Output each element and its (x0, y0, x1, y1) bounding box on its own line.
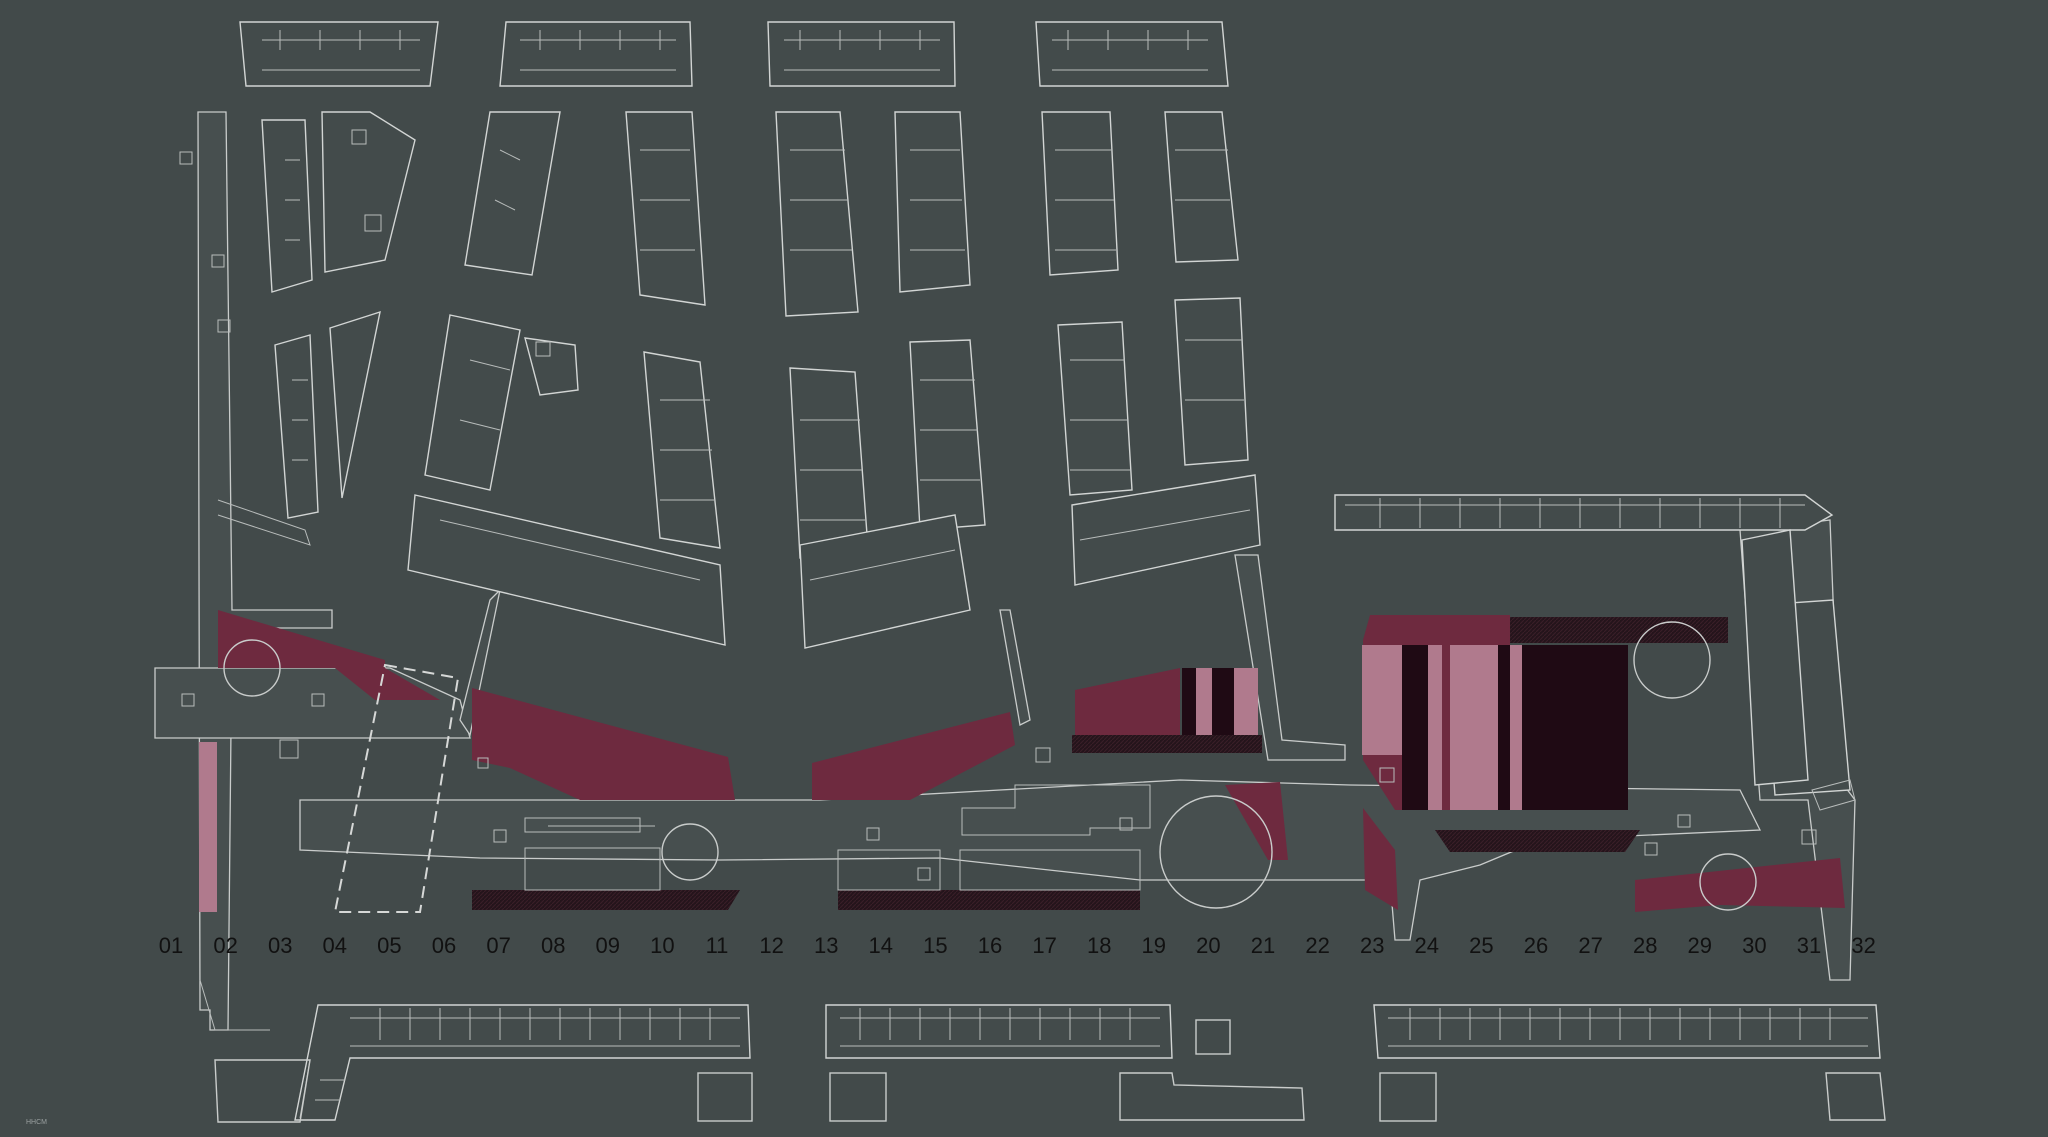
section-label-03: 03 (268, 933, 292, 958)
zone-central-court (1075, 668, 1180, 735)
section-label-23: 23 (1360, 933, 1384, 958)
section-label-04: 04 (323, 933, 347, 958)
section-label-27: 27 (1578, 933, 1602, 958)
section-label-15: 15 (923, 933, 947, 958)
residential-blocks-north (239, 21, 1229, 87)
round-pavilions (223, 621, 1757, 911)
program-zones (199, 610, 1845, 912)
section-label-26: 26 (1524, 933, 1548, 958)
section-label-05: 05 (377, 933, 401, 958)
section-label-11: 11 (706, 933, 729, 958)
section-label-24: 24 (1415, 933, 1439, 958)
section-label-25: 25 (1469, 933, 1493, 958)
section-label-30: 30 (1742, 933, 1766, 958)
section-label-19: 19 (1142, 933, 1166, 958)
drawing-credit: HHCM (26, 1119, 47, 1126)
section-label-29: 29 (1688, 933, 1712, 958)
section-label-01: 01 (159, 933, 183, 958)
residential-blocks-south (214, 1004, 1886, 1123)
dashed-canopy-outline (333, 663, 460, 913)
central-facilities (179, 129, 1856, 891)
section-label-16: 16 (978, 933, 1002, 958)
section-label-06: 06 (432, 933, 456, 958)
section-label-17: 17 (1032, 933, 1056, 958)
section-label-18: 18 (1087, 933, 1111, 958)
section-number-labels: 01 02 03 04 05 06 07 08 09 10 11 12 13 14 15 16 17 18 19 20… (159, 933, 1876, 958)
section-label-07: 07 (486, 933, 510, 958)
section-label-22: 22 (1305, 933, 1329, 958)
section-label-09: 09 (596, 933, 620, 958)
section-label-10: 10 (650, 933, 674, 958)
zone-west-lawn (218, 610, 440, 700)
section-label-08: 08 (541, 933, 565, 958)
east-linear-block (1334, 494, 1851, 796)
section-label-12: 12 (759, 933, 783, 958)
zone-east-lawn (1635, 858, 1845, 912)
zone-plaza-right (812, 712, 1015, 800)
residential-blocks-middle (261, 111, 1261, 649)
section-label-20: 20 (1196, 933, 1220, 958)
section-label-28: 28 (1633, 933, 1657, 958)
section-label-31: 31 (1797, 933, 1821, 958)
section-label-32: 32 (1851, 933, 1875, 958)
zone-west-strip (199, 742, 217, 912)
section-label-14: 14 (869, 933, 893, 958)
section-label-13: 13 (814, 933, 838, 958)
section-label-02: 02 (213, 933, 237, 958)
zone-plaza-left (472, 688, 735, 800)
section-label-21: 21 (1251, 933, 1275, 958)
